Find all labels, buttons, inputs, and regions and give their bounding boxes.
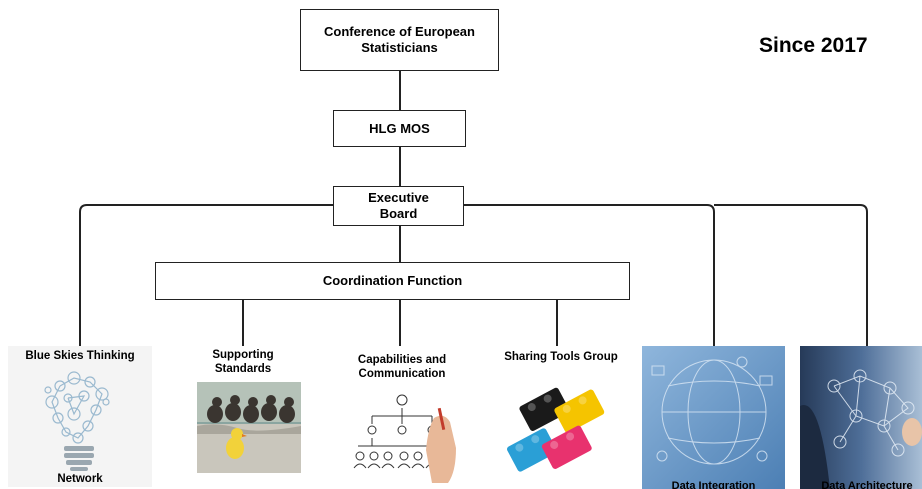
org-chart-image <box>352 388 462 483</box>
capabilities-label: Capabilities and Communication <box>357 354 447 380</box>
lego-bricks-image <box>494 368 624 476</box>
network-nodes-icon <box>800 346 922 489</box>
lightbulb-icon <box>44 371 110 471</box>
executive-board-box: Executive Board <box>333 186 464 226</box>
sharing-tools-label: Sharing Tools Group <box>504 351 618 363</box>
exec-architecture-connector <box>714 204 868 346</box>
globe-icon <box>642 346 785 489</box>
since-label: Since 2017 <box>759 34 868 57</box>
blue-skies-label: Blue Skies Thinking <box>25 350 135 362</box>
supporting-standards-label: Supporting Standards <box>212 349 274 375</box>
ces-label: Conference of European Statisticians <box>324 24 475 55</box>
hlg-mos-label: HLG MOS <box>369 120 430 136</box>
coordination-function-box: Coordination Function <box>155 262 630 300</box>
network-label: Network <box>57 473 103 485</box>
data-architecture-panel: Data Architecture <box>800 346 922 489</box>
data-architecture-label: Data Architecture <box>821 480 913 489</box>
executive-board-label: Executive Board <box>368 190 429 221</box>
ces-box: Conference of European Statisticians <box>300 9 499 71</box>
exec-blueskies-connector <box>79 204 333 346</box>
exec-integration-connector <box>464 204 715 346</box>
blue-skies-panel: Blue Skies Thinking Network <box>8 346 152 487</box>
hlg-mos-box: HLG MOS <box>333 110 466 147</box>
data-integration-label: Data Integration <box>671 480 756 489</box>
data-integration-panel: Data Integration <box>642 346 785 489</box>
coordination-function-label: Coordination Function <box>322 273 463 288</box>
ducklings-image <box>197 382 301 473</box>
